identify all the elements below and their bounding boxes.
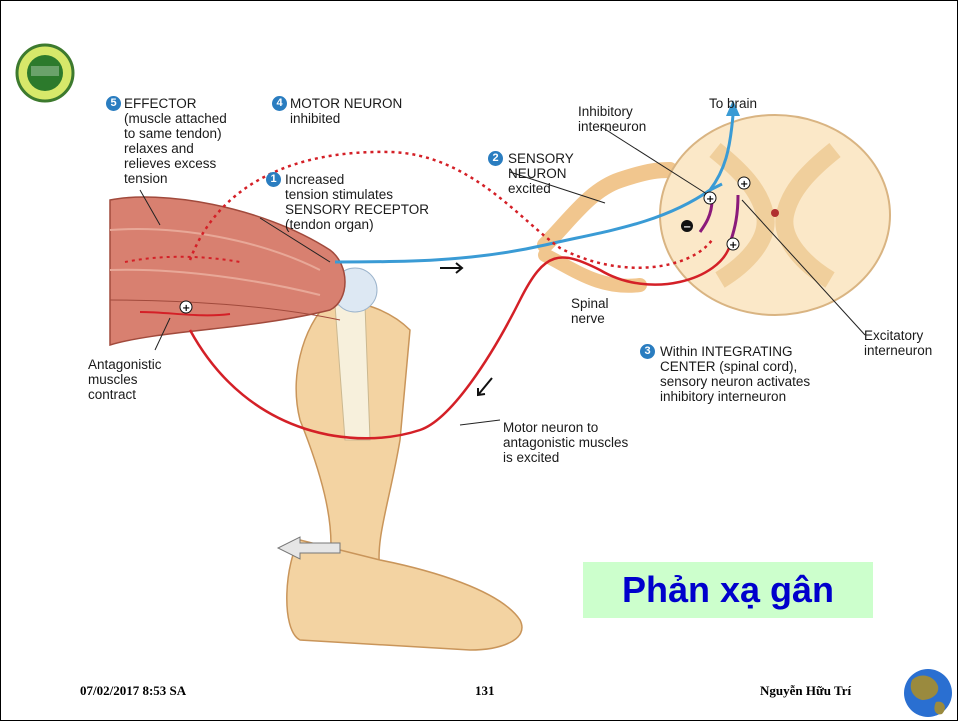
excitatory-interneuron-label: Excitatory interneuron [864,328,932,358]
nlu-logo [17,45,73,101]
integrating-center-label: Within INTEGRATING CENTER (spinal cord),… [660,344,810,404]
sensory-neuron-label: SENSORY NEURON excited [508,151,574,196]
to-brain-label: To brain [709,96,757,111]
motor-neuron-antagonistic-label: Motor neuron to antagonistic muscles is … [503,420,628,465]
direction-arrow-right [440,263,462,273]
slide-title: Phản xạ gân [583,562,873,618]
sensory-receptor-label: Increased tension stimulates SENSORY REC… [285,172,429,232]
step-2-badge: 2 [488,151,503,166]
inhibitory-interneuron-label: Inhibitory interneuron [578,104,646,134]
svg-text:+: + [706,194,714,205]
globe-icon [904,669,952,717]
svg-text:+: + [740,179,748,190]
direction-arrow-down [478,378,492,395]
spinal-cord [660,115,890,315]
svg-text:−: − [683,222,691,233]
motor-neuron-inhibited-label: MOTOR NEURON inhibited [290,96,402,126]
effector-label: EFFECTOR (muscle attached to same tendon… [124,96,227,186]
spinal-nerve-label: Spinal nerve [571,296,609,326]
step-3-badge: 3 [640,344,655,359]
antagonistic-muscles-label: Antagonistic muscles contract [88,357,162,402]
svg-text:+: + [182,303,190,314]
step-1-badge: 1 [266,172,281,187]
leg-illustration [287,268,522,650]
step-5-badge: 5 [106,96,121,111]
footer-author: Nguyễn Hữu Trí [760,683,851,699]
step-4-badge: 4 [272,96,287,111]
footer-date: 07/02/2017 8:53 SA [80,683,186,699]
svg-text:+: + [729,240,737,251]
footer-page-number: 131 [475,683,495,699]
